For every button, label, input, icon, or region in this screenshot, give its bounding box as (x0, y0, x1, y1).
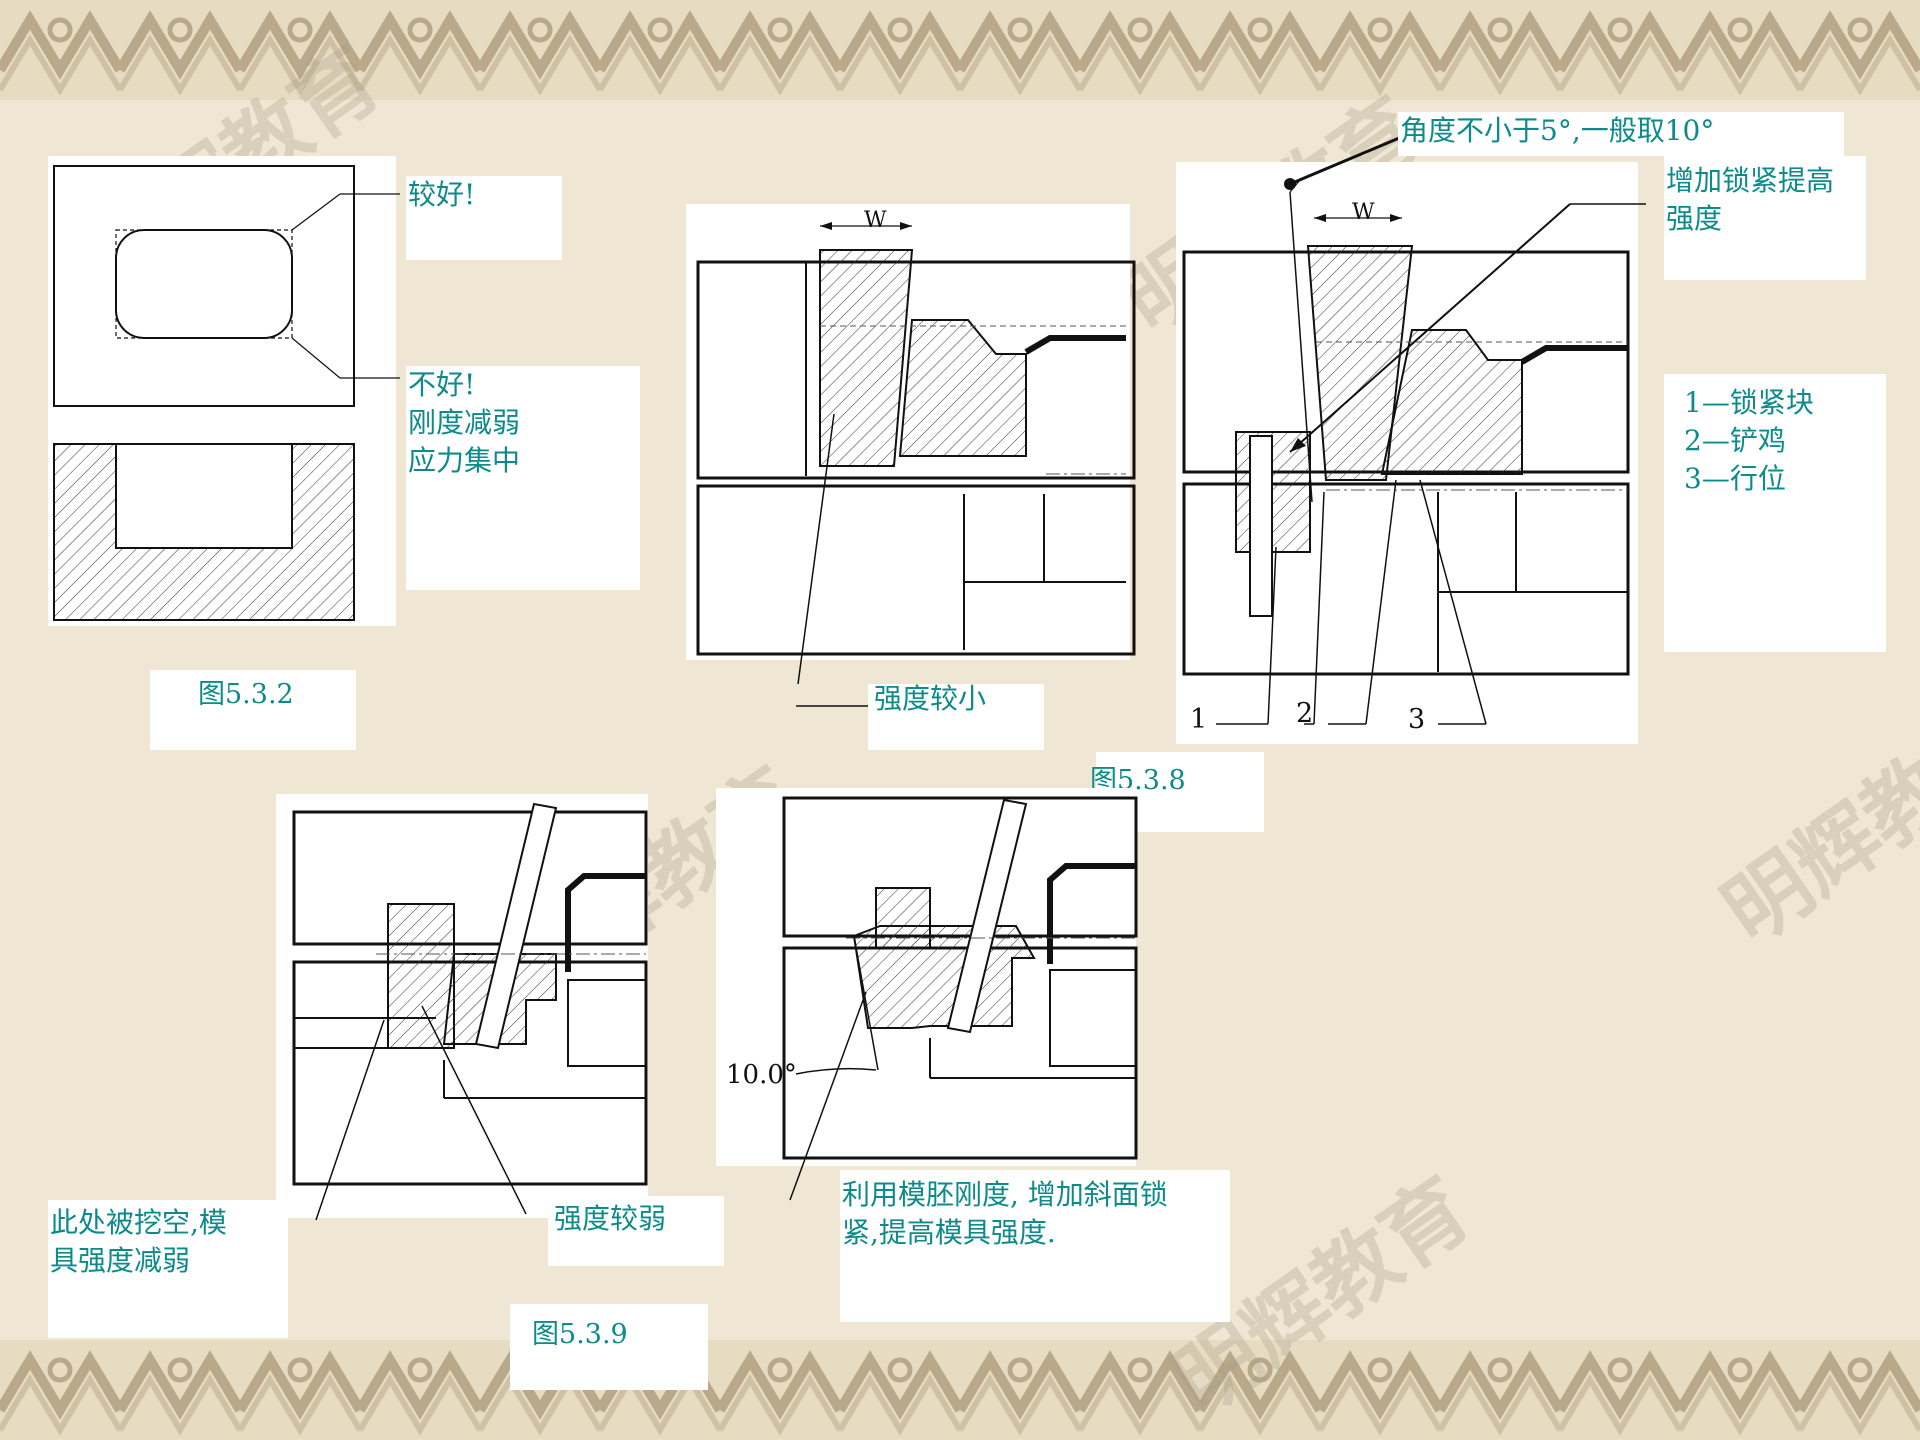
label-hollow: 此处被挖空,模 具强度减弱 (50, 1206, 227, 1277)
fig532-drawing (53, 165, 355, 621)
fig539-caption: 图5.3.9 (532, 1319, 628, 1350)
label-weaker: 强度较弱 (554, 1202, 667, 1235)
bottom-ornament-band (0, 1340, 1920, 1440)
legend-box (1664, 374, 1886, 652)
fig539-right-drawing (782, 796, 1138, 1201)
label-strength: 增加锁紧提高 强度 (1666, 164, 1835, 235)
label-angle: 角度不小于5°,一般取10° (1400, 114, 1715, 147)
fig539-left-drawing (292, 802, 648, 1221)
dim-w-left: W (864, 208, 887, 233)
watermark-text: 明辉教育 (1705, 688, 1920, 963)
callout-1: 1 (1190, 704, 1208, 735)
fig532-good-label-box (406, 176, 562, 260)
dim-w-right: W (1352, 200, 1375, 225)
label-good: 较好! (408, 178, 476, 211)
top-ornament-band (0, 0, 1920, 100)
hollow-label-box (48, 1200, 288, 1338)
weaker-label-box (548, 1196, 724, 1266)
weak-label-box (868, 684, 1044, 750)
angle-dimension: 10.0° (726, 1060, 797, 1090)
fig532-bad-label-box (406, 366, 640, 590)
ornament-pattern (0, 0, 1920, 100)
fig538-left-drawing (696, 222, 1136, 685)
fig532-caption: 图5.3.2 (198, 679, 294, 710)
angle-label-box (1398, 112, 1844, 156)
parts-legend: 1—锁紧块 2—铲鸡 3—行位 (1684, 386, 1814, 495)
label-use-blank: 利用模胚刚度, 增加斜面锁 紧,提高模具强度. (842, 1178, 1168, 1249)
fig532-caption-box (150, 670, 356, 750)
label-bad: 不好! 刚度减弱 应力集中 (408, 368, 521, 477)
fig539-caption-box (510, 1304, 708, 1390)
callout-2: 2 (1296, 698, 1314, 729)
ornament-pattern (0, 1340, 1920, 1440)
use-blank-label-box (840, 1170, 1230, 1322)
strength-label-box (1664, 156, 1866, 280)
callout-3: 3 (1408, 704, 1426, 735)
fig532-leader-lines (340, 193, 400, 379)
fig538-right-drawing (1182, 178, 1630, 725)
label-weak: 强度较小 (874, 682, 987, 715)
fig538-callout-arrows (1289, 134, 1646, 453)
